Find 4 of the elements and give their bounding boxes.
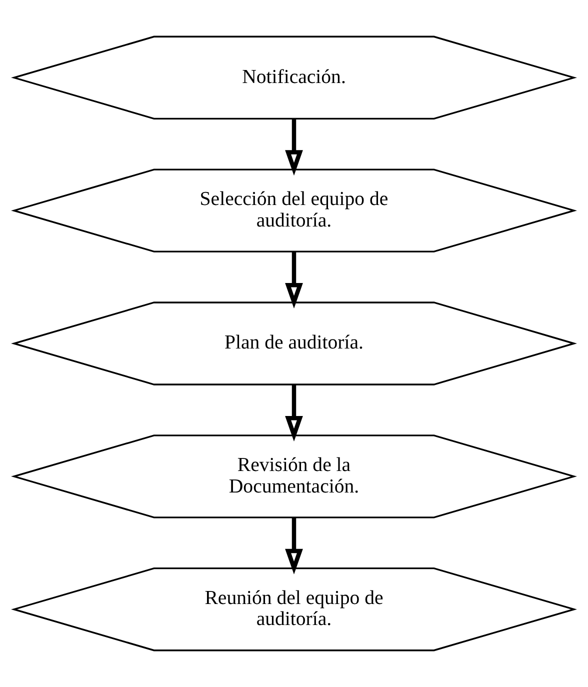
arrow xyxy=(285,518,303,574)
arrow xyxy=(285,384,303,442)
arrow xyxy=(285,252,303,309)
arrow xyxy=(285,118,303,176)
